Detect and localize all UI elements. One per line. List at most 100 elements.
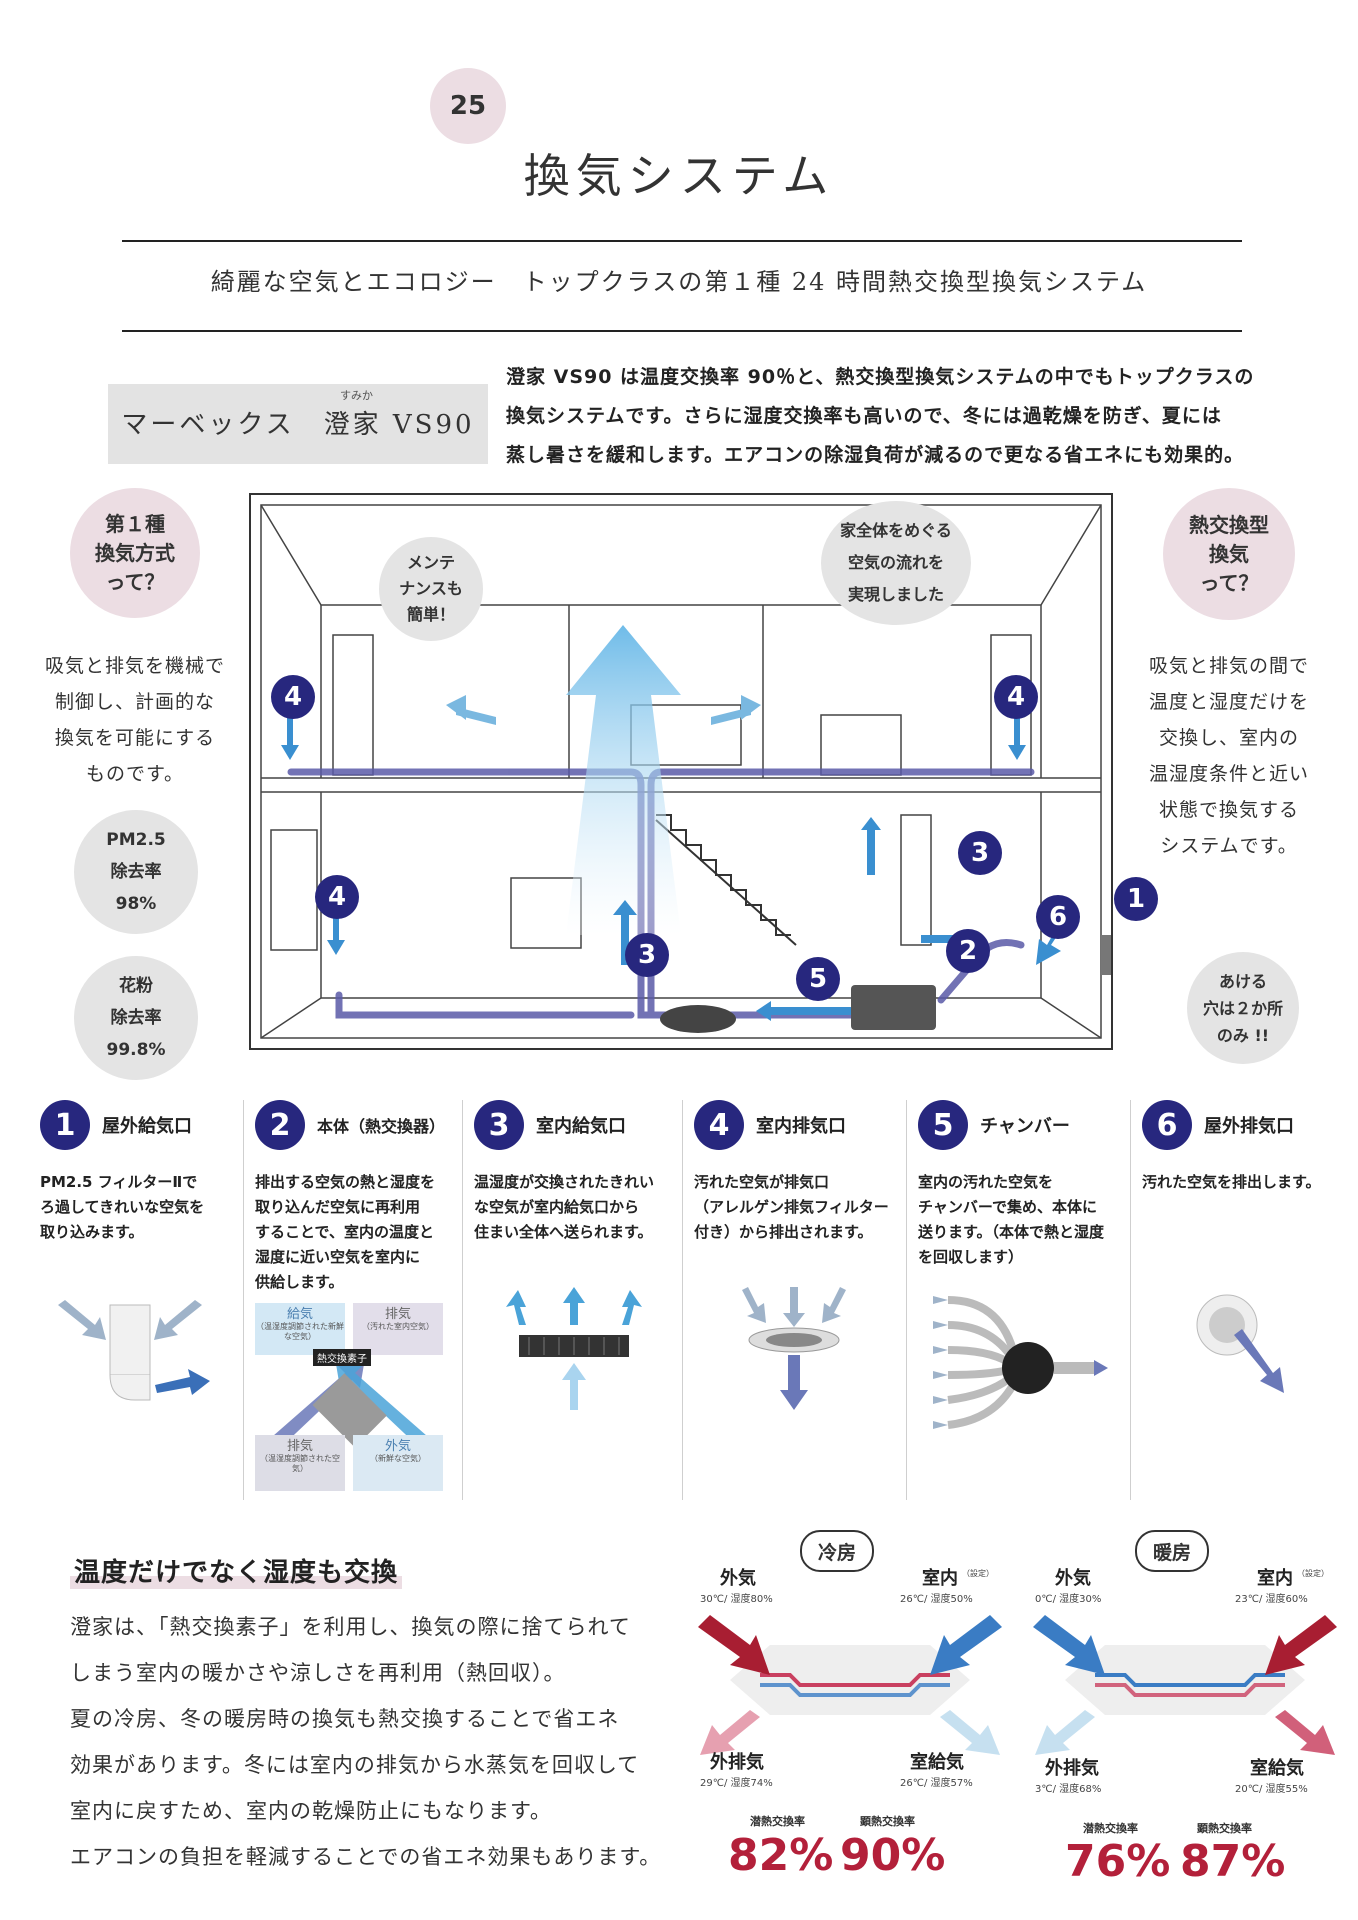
cross-flow-arrows <box>265 1358 435 1451</box>
page-title: 換気システム <box>523 149 835 203</box>
desc-line: システムです。 <box>1160 835 1298 857</box>
exhaust-box: 排気 （汚れた室内空気） <box>353 1303 443 1355</box>
column-divider <box>1130 1100 1131 1500</box>
hx-note: （温湿度調節された新鮮な空気） <box>256 1322 344 1341</box>
bubble-line: って？ <box>105 569 165 594</box>
pollen-stat-bubble: 花粉 除去率 99.8% <box>74 956 198 1080</box>
body-line: 効果があります。冬には室内の排気から水蒸気を回収して <box>70 1753 640 1777</box>
part-title: 屋外排気口 <box>1204 1116 1294 1137</box>
cooling-mode-panel: 冷房 外気 30℃/ 湿度80% 室内 （設定） 26℃/ 湿度50% 外排気 … <box>690 1530 1010 1910</box>
supply-label: 室給気 <box>910 1752 964 1773</box>
intro-line: 蒸し暑さを緩和します。エアコンの除湿負荷が減るので更なる省エネにも効果的。 <box>506 444 1245 466</box>
page-number: 25 <box>430 68 506 144</box>
column-divider <box>243 1100 244 1500</box>
sensible-rate-label: 顕熱交換率 <box>860 1815 915 1828</box>
supply-cond: 26℃/ 湿度57% <box>900 1778 973 1789</box>
part-1-column: 1 屋外給気口 PM2.5 フィルターⅡで ろ過してきれいな空気を 取り込みます… <box>40 1100 240 1419</box>
indoor-cond: 23℃/ 湿度60% <box>1235 1594 1308 1605</box>
marker-4: 4 <box>994 675 1038 719</box>
exhaust-cond: 29℃/ 湿度74% <box>700 1778 773 1789</box>
part-number: 4 <box>694 1100 744 1150</box>
part-line: 湿度に近い空気を室内に <box>255 1248 421 1266</box>
outdoor-exhaust-vent-icon <box>1196 1294 1284 1393</box>
bubble-line: ナンスも <box>399 579 463 598</box>
airflow-bubble: 家全体をめぐる 空気の流れを 実現しました <box>821 501 971 625</box>
outdoor-intake-icon <box>58 1300 210 1401</box>
part-line: 住まい全体へ送られます。 <box>474 1223 653 1241</box>
indoor-label: 室内 <box>922 1568 958 1589</box>
stat-line: 除去率 <box>110 1008 162 1028</box>
desc-line: 交換し、室内の <box>1158 727 1299 749</box>
marker-2: 2 <box>946 929 990 973</box>
marker-4: 4 <box>271 675 315 719</box>
stat-line: 99.8% <box>106 1040 166 1060</box>
intro-text: 澄家 VS90 は温度交換率 90％と、熱交換型換気システムの中でもトップクラス… <box>506 358 1306 475</box>
part-line: 汚れた空気を排出します。 <box>1142 1173 1321 1191</box>
outside-box: 外気 （新鮮な空気） <box>353 1435 443 1491</box>
indoor-tag: （設定） <box>962 1569 994 1578</box>
part-number: 2 <box>255 1100 305 1150</box>
house-diagram: メンテ ナンスも 簡単！ 家全体をめぐる 空気の流れを 実現しました 4 4 4… <box>249 493 1158 1050</box>
desc-line: 吸気と排気を機械で <box>44 655 225 677</box>
note-line: のみ !! <box>1216 1025 1270 1045</box>
supply-box: 給気 （温湿度調節された新鮮な空気） <box>255 1303 345 1355</box>
desc-line: 吸気と排気の間で <box>1148 655 1309 677</box>
latent-rate: 82% <box>728 1830 834 1881</box>
stat-line: 除去率 <box>110 862 162 882</box>
part-line: 室内の汚れた空気を <box>918 1173 1054 1191</box>
indoor-tag: （設定） <box>1297 1569 1329 1578</box>
house-illustration <box>260 504 1111 1039</box>
stat-line: 98% <box>115 894 157 914</box>
bubble-line: 第１種 <box>105 511 165 536</box>
hx-label: 排気 <box>286 1439 313 1454</box>
bubble-line: 換気方式 <box>95 540 175 565</box>
supply-label: 室給気 <box>1250 1758 1304 1779</box>
page-subtitle: 綺麗な空気とエコロジー トップクラスの第１種 24 時間熱交換型換気システム <box>210 268 1148 296</box>
bubble-line: って？ <box>1199 570 1259 595</box>
product-name: マーベックス 澄家 VS90 <box>121 410 475 440</box>
part-line: 排出する空気の熱と湿度を <box>255 1173 436 1191</box>
maintenance-bubble: メンテ ナンスも 簡単！ <box>379 537 483 641</box>
pm25-stat-bubble: PM2.5 除去率 98% <box>74 810 198 934</box>
heating-mode-panel: 暖房 外気 0℃/ 湿度30% 室内 （設定） 23℃/ 湿度60% 外排気 3… <box>1025 1530 1345 1910</box>
desc-line: 温湿度条件と近い <box>1148 763 1309 785</box>
part-number: 6 <box>1142 1100 1192 1150</box>
cooling-flow-diagram <box>698 1615 1002 1755</box>
part-title: 室内給気口 <box>536 1116 626 1137</box>
note-line: あける <box>1218 971 1267 991</box>
stat-line: PM2.5 <box>106 830 166 850</box>
bubble-line: 換気 <box>1209 541 1249 566</box>
exchange-element-label: 熱交換素子 <box>313 1349 371 1366</box>
part-line: 汚れた空気が排気口 <box>694 1173 830 1191</box>
heat-exchange-description: 吸気と排気の間で 温度と湿度だけを 交換し、室内の 温湿度条件と近い 状態で換気… <box>1118 648 1340 864</box>
body-line: 室内に戻すため、室内の乾燥防止にもなります。 <box>70 1799 552 1823</box>
desc-line: 状態で換気する <box>1158 799 1299 821</box>
hx-label: 外気 <box>384 1439 411 1454</box>
part-line: 付き）から排出されます。 <box>694 1223 873 1241</box>
exhaust-label: 外排気 <box>710 1752 764 1773</box>
marker-1: 1 <box>1114 877 1158 921</box>
part-line: 送ります。（本体で熱と湿度 <box>918 1223 1105 1241</box>
heat-exchange-question-bubble: 熱交換型 換気 って？ <box>1163 488 1295 620</box>
part-5-column: 5 チャンバー 室内の汚れた空気を チャンバーで集め、本体に 送ります。（本体で… <box>918 1100 1128 1464</box>
exhaust-cond: 3℃/ 湿度68% <box>1035 1784 1102 1795</box>
part-line: 温湿度が交換されたきれい <box>474 1173 655 1191</box>
top-rule <box>122 240 1242 242</box>
hx-label: 給気 <box>286 1307 313 1322</box>
indoor-cond: 26℃/ 湿度50% <box>900 1594 973 1605</box>
body-line: エアコンの負担を軽減することでの省エネ効果もあります。 <box>70 1845 662 1869</box>
part-line: （アレルゲン排気フィルター <box>694 1198 889 1216</box>
part-number: 3 <box>474 1100 524 1150</box>
latent-rate: 76% <box>1065 1836 1171 1887</box>
desc-line: 換気を可能にする <box>54 727 216 749</box>
bubble-line: 家全体をめぐる <box>840 521 952 540</box>
part-line: チャンバーで集め、本体に <box>918 1198 1097 1216</box>
bubble-line: 実現しました <box>847 585 944 604</box>
desc-line: 制御し、計画的な <box>54 691 215 713</box>
sensible-rate-label: 顕熱交換率 <box>1197 1822 1252 1835</box>
bubble-line: 空気の流れを <box>847 553 944 572</box>
two-holes-note-bubble: あける 穴は２か所 のみ !! <box>1187 952 1299 1064</box>
column-divider <box>462 1100 463 1500</box>
type1-description: 吸気と排気を機械で 制御し、計画的な 換気を可能にする ものです。 <box>20 648 250 792</box>
part-title: チャンバー <box>980 1116 1070 1137</box>
